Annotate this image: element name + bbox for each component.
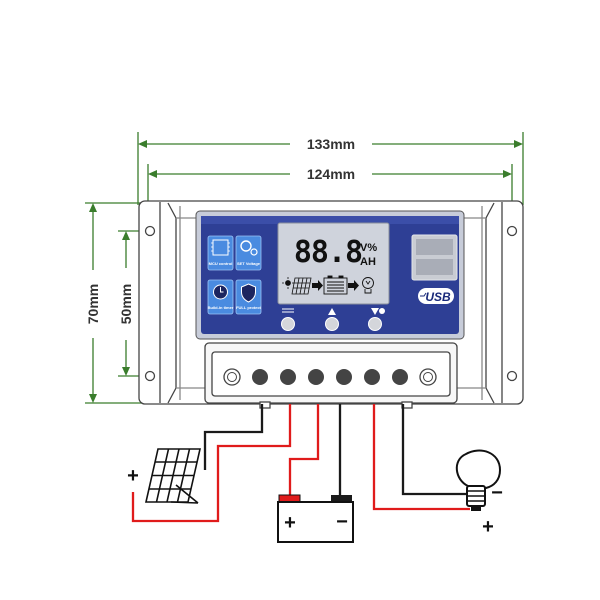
dim-hole-height-label: 50mm: [118, 284, 134, 324]
usb-logo: USB: [418, 288, 454, 304]
load-negative-wire: [401, 404, 470, 496]
dim-hole-width-label: 124mm: [307, 166, 355, 182]
wiring: [131, 404, 470, 523]
bulb-minus-label: −: [491, 482, 503, 504]
lcd-digits: 88.8: [294, 235, 362, 270]
mounting-hole: [506, 370, 518, 382]
solar-negative-wire: [203, 404, 264, 470]
feature-icons: MCU control SET Voltage Build-in timer F…: [207, 235, 262, 315]
terminal-end-cap: [419, 368, 437, 386]
lcd-bulb-icon: [362, 277, 374, 294]
terminal-screws: [223, 368, 437, 386]
terminal-screw: [392, 369, 408, 385]
dim-overall-width-label: 133mm: [307, 136, 355, 152]
lcd-arrow-icon: [312, 280, 323, 291]
usb-port: [411, 234, 458, 281]
down-arrow-icon: [371, 308, 379, 315]
lcd-unit-top: V%: [360, 242, 377, 254]
bulb-plus-label: +: [482, 516, 494, 538]
mcu-control-label: MCU control: [209, 261, 233, 266]
lcd-display: 88.8 V% AH: [277, 222, 390, 305]
up-arrow-icon: [328, 308, 336, 315]
protect-icon: FULL protect: [235, 279, 262, 315]
dim-overall-height-label: 70mm: [85, 284, 101, 324]
mcu-control-icon: MCU control: [207, 235, 234, 271]
solar-positive-wire: [131, 404, 292, 523]
terminal-screw: [336, 369, 352, 385]
terminal-screw: [252, 369, 268, 385]
set-voltage-icon: SET Voltage: [235, 235, 262, 271]
usb-label: USB: [425, 290, 451, 304]
set-voltage-label: SET Voltage: [237, 261, 261, 266]
timer-icon: Build-in timer: [207, 279, 234, 315]
battery-positive-wire: [288, 404, 320, 497]
protect-label: FULL protect: [236, 305, 261, 310]
terminal-screw: [364, 369, 380, 385]
mounting-hole: [144, 370, 156, 382]
mounting-holes: [144, 225, 518, 382]
control-buttons: [281, 308, 386, 331]
battery-icon: [277, 494, 354, 543]
down-button[interactable]: [368, 308, 386, 331]
load-positive-wire: [372, 404, 470, 511]
lcd-battery-icon: [323, 275, 348, 295]
terminal-end-cap: [223, 368, 241, 386]
timer-label: Build-in timer: [208, 305, 234, 310]
terminal-screw: [280, 369, 296, 385]
battery-plus-label: +: [284, 512, 296, 534]
lcd-solar-panel-icon: [282, 277, 312, 295]
solar-plus-label: +: [127, 465, 139, 487]
mounting-hole: [506, 225, 518, 237]
battery-minus-label: −: [336, 511, 348, 533]
mounting-hole: [144, 225, 156, 237]
menu-button[interactable]: [281, 308, 295, 331]
terminal-screw: [308, 369, 324, 385]
lcd-unit-bottom: AH: [360, 256, 376, 268]
bulb-icon: [455, 449, 502, 511]
up-button[interactable]: [325, 308, 339, 331]
lcd-arrow-icon: [348, 280, 359, 291]
solar-panel-icon: [144, 448, 202, 504]
